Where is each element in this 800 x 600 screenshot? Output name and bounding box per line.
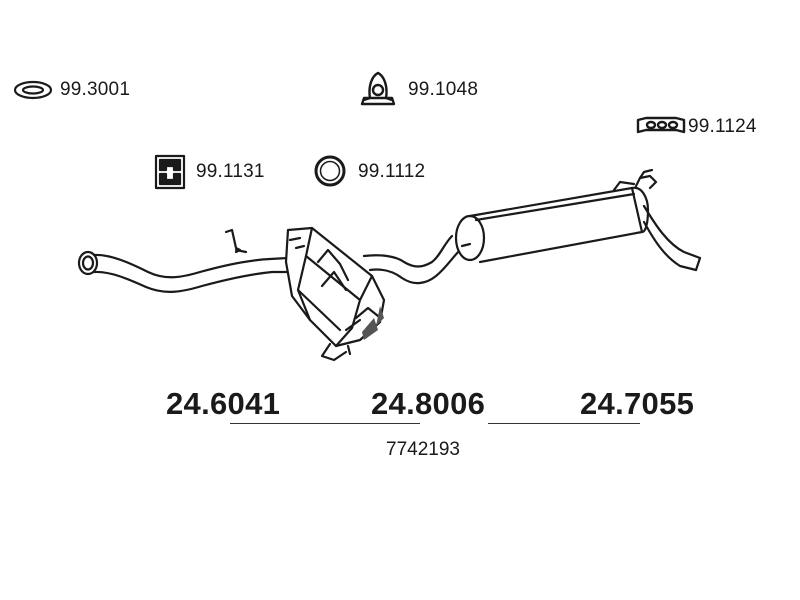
front-pipe	[77, 228, 290, 293]
rear-silencer	[454, 168, 702, 272]
exhaust-system	[77, 168, 702, 362]
gasket-ring-icon	[13, 80, 53, 100]
accessory-code-mounting-bracket: 99.1131	[196, 161, 265, 182]
accessory-code-u-bolt-clamp: 99.1048	[408, 79, 479, 100]
u-bolt-clamp-icon	[360, 71, 396, 106]
accessory-code-gasket-ring: 99.3001	[60, 79, 131, 100]
center-silencer	[284, 226, 386, 362]
assembly-rule-left	[230, 423, 420, 424]
section-code-rear-silencer: 24.7055	[580, 386, 695, 421]
assembly-code: 7742193	[386, 439, 460, 460]
section-code-center-silencer: 24.8006	[371, 386, 486, 421]
accessory-code-o-ring: 99.1112	[358, 161, 426, 182]
accessory-code-rubber-hanger: 99.1124	[688, 116, 757, 137]
section-code-front-pipe: 24.6041	[166, 386, 281, 421]
intermediate-pipe	[362, 234, 462, 285]
assembly-rule-right	[488, 423, 640, 424]
o-ring-icon	[314, 155, 346, 187]
mounting-bracket-icon	[154, 154, 186, 190]
rubber-hanger-icon	[636, 116, 686, 134]
